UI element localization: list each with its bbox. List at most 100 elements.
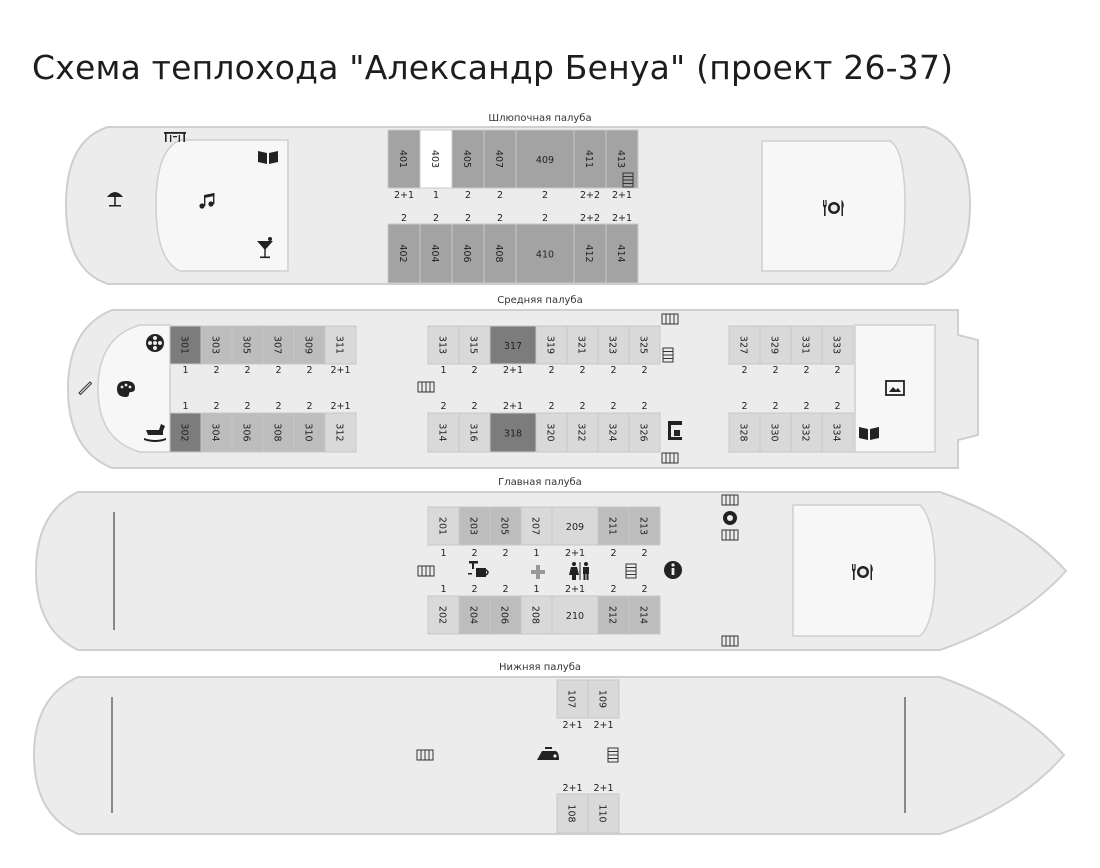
- cabin-109[interactable]: 109: [587, 679, 620, 719]
- cabin-number: 214: [638, 606, 649, 624]
- stairs-icon: [622, 172, 634, 188]
- cabin-325[interactable]: 325: [628, 325, 661, 365]
- cabin-323[interactable]: 323: [597, 325, 630, 365]
- cabin-201[interactable]: 201: [427, 506, 460, 546]
- cabin-209[interactable]: 209: [551, 506, 599, 546]
- cabin-212[interactable]: 212: [597, 595, 630, 635]
- cabin-capacity: 2: [641, 548, 647, 559]
- cabin-315[interactable]: 315: [458, 325, 491, 365]
- cabin-204[interactable]: 204: [458, 595, 491, 635]
- cabin-cell: [628, 412, 661, 453]
- cabin-number: 213: [638, 517, 649, 535]
- cabin-206[interactable]: 206: [489, 595, 522, 635]
- cabin-402[interactable]: 402: [387, 223, 421, 284]
- cabin-308[interactable]: 308: [262, 412, 295, 453]
- cabin-number: 413: [615, 150, 626, 168]
- cabin-cell: [458, 506, 491, 546]
- cabin-307[interactable]: 307: [262, 325, 295, 365]
- cabin-208[interactable]: 208: [520, 595, 553, 635]
- cabin-203[interactable]: 203: [458, 506, 491, 546]
- cabin-number: 325: [638, 336, 649, 354]
- cabin-309[interactable]: 309: [293, 325, 326, 365]
- cabin-318[interactable]: 318: [489, 412, 537, 453]
- cabin-412[interactable]: 412: [573, 223, 607, 284]
- cabin-cell: [458, 412, 491, 453]
- deck-label-middle: Средняя палуба: [497, 295, 582, 306]
- cabin-310[interactable]: 310: [293, 412, 326, 453]
- cabin-414[interactable]: 414: [605, 223, 639, 284]
- cabin-316[interactable]: 316: [458, 412, 491, 453]
- cabin-404[interactable]: 404: [419, 223, 453, 284]
- cabin-331[interactable]: 331: [790, 325, 823, 365]
- cabin-205[interactable]: 205: [489, 506, 522, 546]
- cabin-327[interactable]: 327: [728, 325, 761, 365]
- cabin-capacity: 2: [275, 365, 281, 376]
- cabin-311[interactable]: 311: [324, 325, 357, 365]
- cabin-110[interactable]: 110: [587, 793, 620, 834]
- cabin-213[interactable]: 213: [628, 506, 661, 546]
- cabin-332[interactable]: 332: [790, 412, 823, 453]
- cabin-capacity: 2+1: [503, 401, 523, 412]
- library-icon: [258, 151, 278, 164]
- cabin-313[interactable]: 313: [427, 325, 460, 365]
- cabin-334[interactable]: 334: [821, 412, 854, 453]
- cabin-305[interactable]: 305: [231, 325, 264, 365]
- cabin-324[interactable]: 324: [597, 412, 630, 453]
- cabin-cell: [231, 325, 264, 365]
- cabin-capacity: 2: [244, 401, 250, 412]
- cabin-214[interactable]: 214: [628, 595, 661, 635]
- cabin-capacity: 1: [440, 584, 446, 595]
- cabin-407[interactable]: 407: [483, 129, 517, 189]
- cabin-number: 333: [831, 336, 842, 354]
- cabin-211[interactable]: 211: [597, 506, 630, 546]
- cabin-306[interactable]: 306: [231, 412, 264, 453]
- cabin-210[interactable]: 210: [551, 595, 599, 635]
- cabin-333[interactable]: 333: [821, 325, 854, 365]
- cabin-capacity: 2+1: [330, 401, 350, 412]
- cabin-403[interactable]: 403: [419, 129, 453, 189]
- cabin-302[interactable]: 302: [169, 412, 202, 453]
- cabin-capacity: 2: [213, 365, 219, 376]
- cabin-401[interactable]: 401: [387, 129, 421, 189]
- cabin-cell: [790, 325, 823, 365]
- cabin-capacity: 2: [610, 365, 616, 376]
- sun-umbrella-icon: [107, 192, 123, 207]
- cabin-capacity: 2: [610, 548, 616, 559]
- cabin-202[interactable]: 202: [427, 595, 460, 635]
- cabin-number: 206: [499, 606, 510, 624]
- cabin-319[interactable]: 319: [535, 325, 568, 365]
- cabin-number: 411: [583, 150, 594, 168]
- cabin-312[interactable]: 312: [324, 412, 357, 453]
- cabin-capacity: 2: [244, 365, 250, 376]
- cabin-411[interactable]: 411: [573, 129, 607, 189]
- cabin-329[interactable]: 329: [759, 325, 792, 365]
- stairs-icon: [416, 749, 434, 761]
- cabin-number: 303: [210, 336, 221, 354]
- cabin-number: 212: [607, 606, 618, 624]
- cabin-capacity: 2+1: [593, 720, 613, 731]
- cabin-406[interactable]: 406: [451, 223, 485, 284]
- cabin-330[interactable]: 330: [759, 412, 792, 453]
- cabin-314[interactable]: 314: [427, 412, 460, 453]
- cabin-207[interactable]: 207: [520, 506, 553, 546]
- cabin-322[interactable]: 322: [566, 412, 599, 453]
- cabin-107[interactable]: 107: [556, 679, 589, 719]
- cabin-303[interactable]: 303: [200, 325, 233, 365]
- cabin-number: 407: [493, 150, 504, 168]
- cabin-108[interactable]: 108: [556, 793, 589, 834]
- cabin-405[interactable]: 405: [451, 129, 485, 189]
- cabin-304[interactable]: 304: [200, 412, 233, 453]
- cabin-410[interactable]: 410: [515, 223, 575, 284]
- cabin-321[interactable]: 321: [566, 325, 599, 365]
- cabin-317[interactable]: 317: [489, 325, 537, 365]
- cabin-320[interactable]: 320: [535, 412, 568, 453]
- cabin-number: 205: [499, 517, 510, 535]
- cabin-301[interactable]: 301: [169, 325, 202, 365]
- cabin-409[interactable]: 409: [515, 129, 575, 189]
- cabin-408[interactable]: 408: [483, 223, 517, 284]
- cabin-capacity: 2+1: [565, 584, 585, 595]
- cabin-cell: [231, 412, 264, 453]
- film-icon: [146, 334, 164, 352]
- cabin-326[interactable]: 326: [628, 412, 661, 453]
- cabin-328[interactable]: 328: [728, 412, 761, 453]
